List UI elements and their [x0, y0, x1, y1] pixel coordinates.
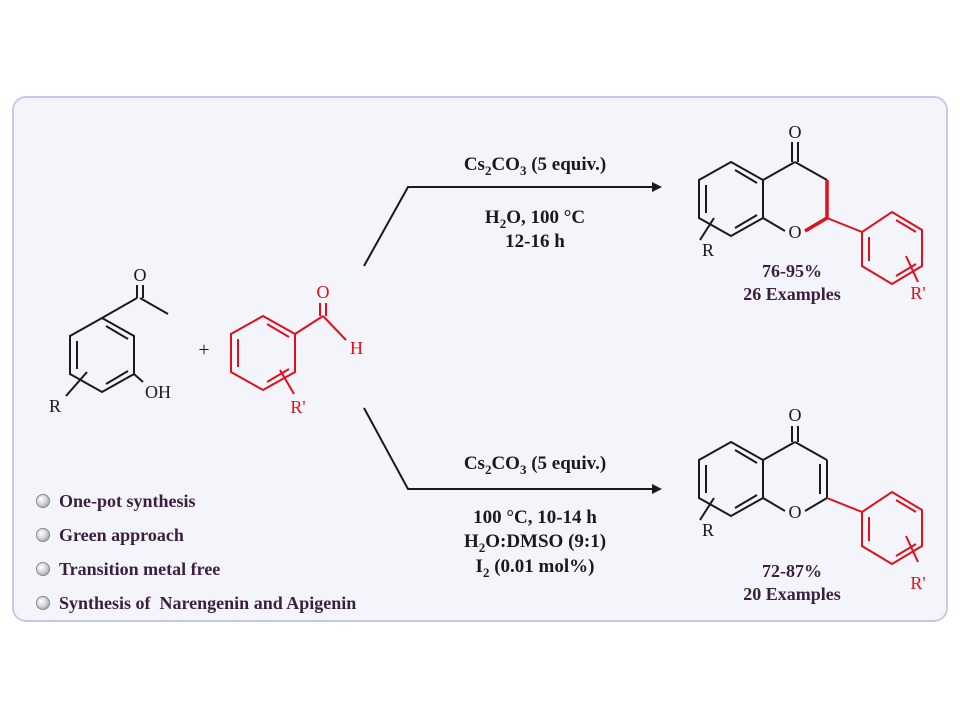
bullet-icon [36, 527, 50, 542]
flavanone-r-label: R [702, 240, 714, 260]
feature-label: One-pot synthesis [59, 490, 196, 511]
r-prime-substituent-label: R' [290, 397, 305, 417]
bottom-reagent-symbol: Cs [463, 453, 485, 474]
top-yield-value: 76-95% [762, 261, 822, 281]
top-reaction-arrow [363, 182, 662, 267]
r-substituent-label: R [49, 396, 61, 416]
flavanone-carbonyl-oxygen-label: O [789, 122, 802, 142]
acetophenone-oxygen-label: O [134, 265, 147, 285]
flavone-structure [698, 426, 923, 566]
hydroxyl-label: OH [145, 382, 171, 402]
aldehyde-hydrogen-label: H [350, 338, 363, 358]
top-reagent-equiv: (5 equiv.) [526, 154, 607, 175]
bottom-temp-time-condition: 100 °C, 10-14 h [473, 507, 597, 528]
flavone-carbonyl-oxygen-label: O [789, 405, 802, 425]
top-time-condition: 12-16 h [505, 231, 565, 252]
bullet-icon [36, 493, 50, 508]
bottom-iodine-subscript: 2 [482, 565, 490, 580]
bottom-solvent-condition: H2O:DMSO (9:1) [420, 531, 650, 555]
flavone-r-prime-label: R' [910, 573, 925, 593]
feature-label: Green approach [59, 524, 184, 545]
feature-item: Green approach [36, 518, 356, 552]
top-reagent-symbol: Cs [463, 154, 485, 175]
bottom-examples-count: 20 Examples [743, 584, 841, 604]
flavanone-structure [698, 142, 923, 286]
flavanone-ring-oxygen-label: O [789, 222, 802, 242]
feature-item: One-pot synthesis [36, 484, 356, 518]
plus-sign: + [198, 339, 209, 361]
top-solvent-subscript: 2 [499, 216, 507, 231]
bottom-reaction-arrow [363, 407, 662, 494]
bottom-solvent-symbol: H [463, 531, 479, 552]
top-reagent-subscript-2: 3 [519, 163, 527, 178]
bottom-iodine-condition: I2 (0.01 mol%) [420, 556, 650, 580]
bottom-solvent-ratio: O:DMSO (9:1) [485, 531, 607, 552]
bottom-reagent-subscript-2: 3 [519, 462, 527, 477]
bottom-iodine-loading: (0.01 mol%) [489, 556, 595, 577]
top-yield: 76-95% 26 Examples [712, 260, 872, 306]
bottom-iodine-symbol: I [475, 556, 483, 577]
feature-label: Synthesis of Narengenin and Apigenin [59, 592, 357, 613]
feature-item: Transition metal free [36, 552, 356, 586]
bottom-reagent-subscript: 2 [484, 462, 492, 477]
top-examples-count: 26 Examples [743, 284, 841, 304]
feature-list: One-pot synthesis Green approach Transit… [36, 484, 356, 620]
top-solvent-condition: H2O, 100 °C [420, 207, 650, 231]
aldehyde-oxygen-label: O [317, 282, 330, 302]
bottom-reagent-equiv: (5 equiv.) [526, 453, 607, 474]
bottom-solvent-subscript: 2 [478, 540, 486, 555]
bottom-yield: 72-87% 20 Examples [712, 560, 872, 606]
top-reagent-condition: Cs2CO3 (5 equiv.) [420, 154, 650, 178]
top-solvent-symbol: H [484, 207, 500, 228]
bullet-icon [36, 561, 50, 576]
scheme-panel [12, 96, 948, 622]
top-solvent-temp: O, 100 °C [506, 207, 586, 228]
top-reagent-symbol-2: CO [491, 154, 520, 175]
flavanone-r-prime-label: R' [910, 283, 925, 303]
bullet-icon [36, 595, 50, 610]
benzaldehyde-structure [230, 303, 347, 395]
top-reagent-subscript: 2 [484, 163, 492, 178]
bottom-yield-value: 72-87% [762, 561, 822, 581]
bottom-reagent-symbol-2: CO [491, 453, 520, 474]
flavone-r-label: R [702, 520, 714, 540]
flavone-ring-oxygen-label: O [789, 502, 802, 522]
feature-label: Transition metal free [59, 558, 221, 579]
bottom-reagent-condition: Cs2CO3 (5 equiv.) [420, 453, 650, 477]
hydroxyacetophenone-structure [65, 285, 169, 397]
feature-item: Synthesis of Narengenin and Apigenin [36, 586, 356, 620]
